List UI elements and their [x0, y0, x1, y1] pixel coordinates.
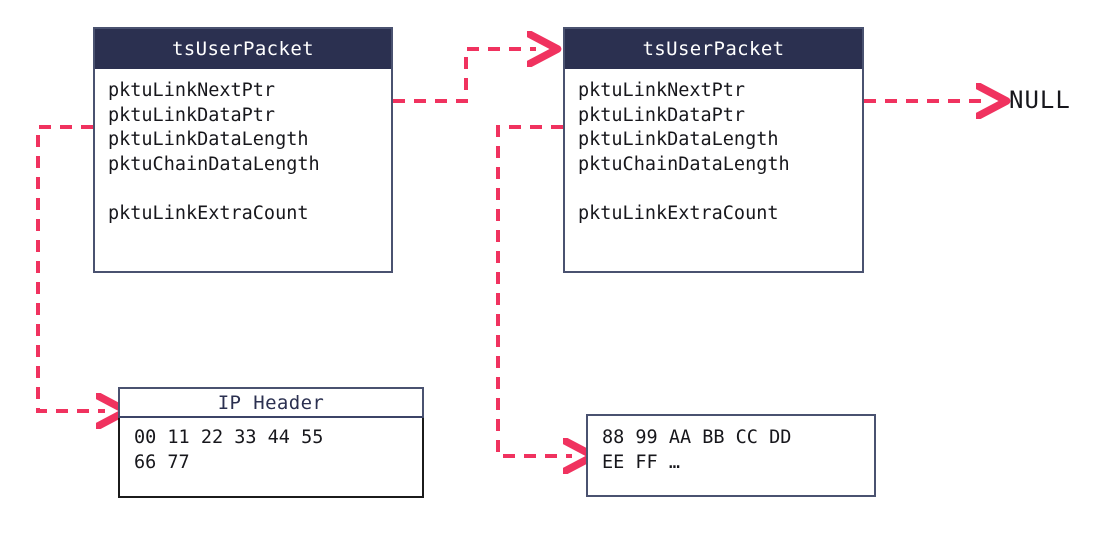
packet-2-header: tsUserPacket	[565, 29, 862, 69]
packet-2-field-spacer	[578, 177, 862, 202]
arrow-packet1-next-to-packet2	[393, 49, 536, 103]
packet-1-field-spacer	[108, 177, 391, 202]
packet-box-1[interactable]: tsUserPacket pktuLinkNextPtr pktuLinkDat…	[93, 27, 393, 273]
packet-box-2[interactable]: tsUserPacket pktuLinkNextPtr pktuLinkDat…	[563, 27, 864, 273]
packet-2-field-pktuChainDataLength: pktuChainDataLength	[578, 153, 790, 175]
packet-1-field-pktuLinkExtraCount: pktuLinkExtraCount	[108, 202, 309, 224]
packet-2-fields: pktuLinkNextPtr pktuLinkDataPtr pktuLink…	[565, 69, 862, 236]
ip-header-buffer-title: IP Header	[118, 387, 424, 418]
ip-header-byte-line-2: 66 77	[134, 452, 190, 473]
payload-byte-line-1: 88 99 AA BB CC DD	[602, 427, 792, 448]
packet-1-header: tsUserPacket	[95, 29, 391, 69]
ip-header-buffer-bytes: 00 11 22 33 44 55 66 77	[118, 418, 424, 498]
packet-2-field-pktuLinkDataPtr: pktuLinkDataPtr	[578, 104, 746, 126]
null-terminator-label: NULL	[1009, 86, 1071, 114]
ip-header-byte-line-1: 00 11 22 33 44 55	[134, 427, 324, 448]
packet-1-field-pktuLinkNextPtr: pktuLinkNextPtr	[108, 80, 276, 101]
packet-1-field-pktuLinkDataLength: pktuLinkDataLength	[108, 129, 309, 150]
packet-2-field-pktuLinkDataLength: pktuLinkDataLength	[578, 129, 779, 150]
payload-byte-line-2: EE FF …	[602, 452, 680, 473]
arrow-packet2-data-to-payload	[496, 125, 572, 456]
packet-2-field-pktuLinkNextPtr: pktuLinkNextPtr	[578, 80, 746, 101]
packet-2-field-pktuLinkExtraCount: pktuLinkExtraCount	[578, 202, 779, 224]
packet-1-field-pktuLinkDataPtr: pktuLinkDataPtr	[108, 104, 276, 126]
payload-buffer[interactable]: 88 99 AA BB CC DD EE FF …	[586, 414, 876, 497]
ip-header-buffer[interactable]: IP Header 00 11 22 33 44 55 66 77	[118, 387, 424, 498]
payload-buffer-bytes: 88 99 AA BB CC DD EE FF …	[586, 414, 876, 497]
packet-1-field-pktuChainDataLength: pktuChainDataLength	[108, 153, 320, 175]
packet-1-fields: pktuLinkNextPtr pktuLinkDataPtr pktuLink…	[95, 69, 391, 236]
